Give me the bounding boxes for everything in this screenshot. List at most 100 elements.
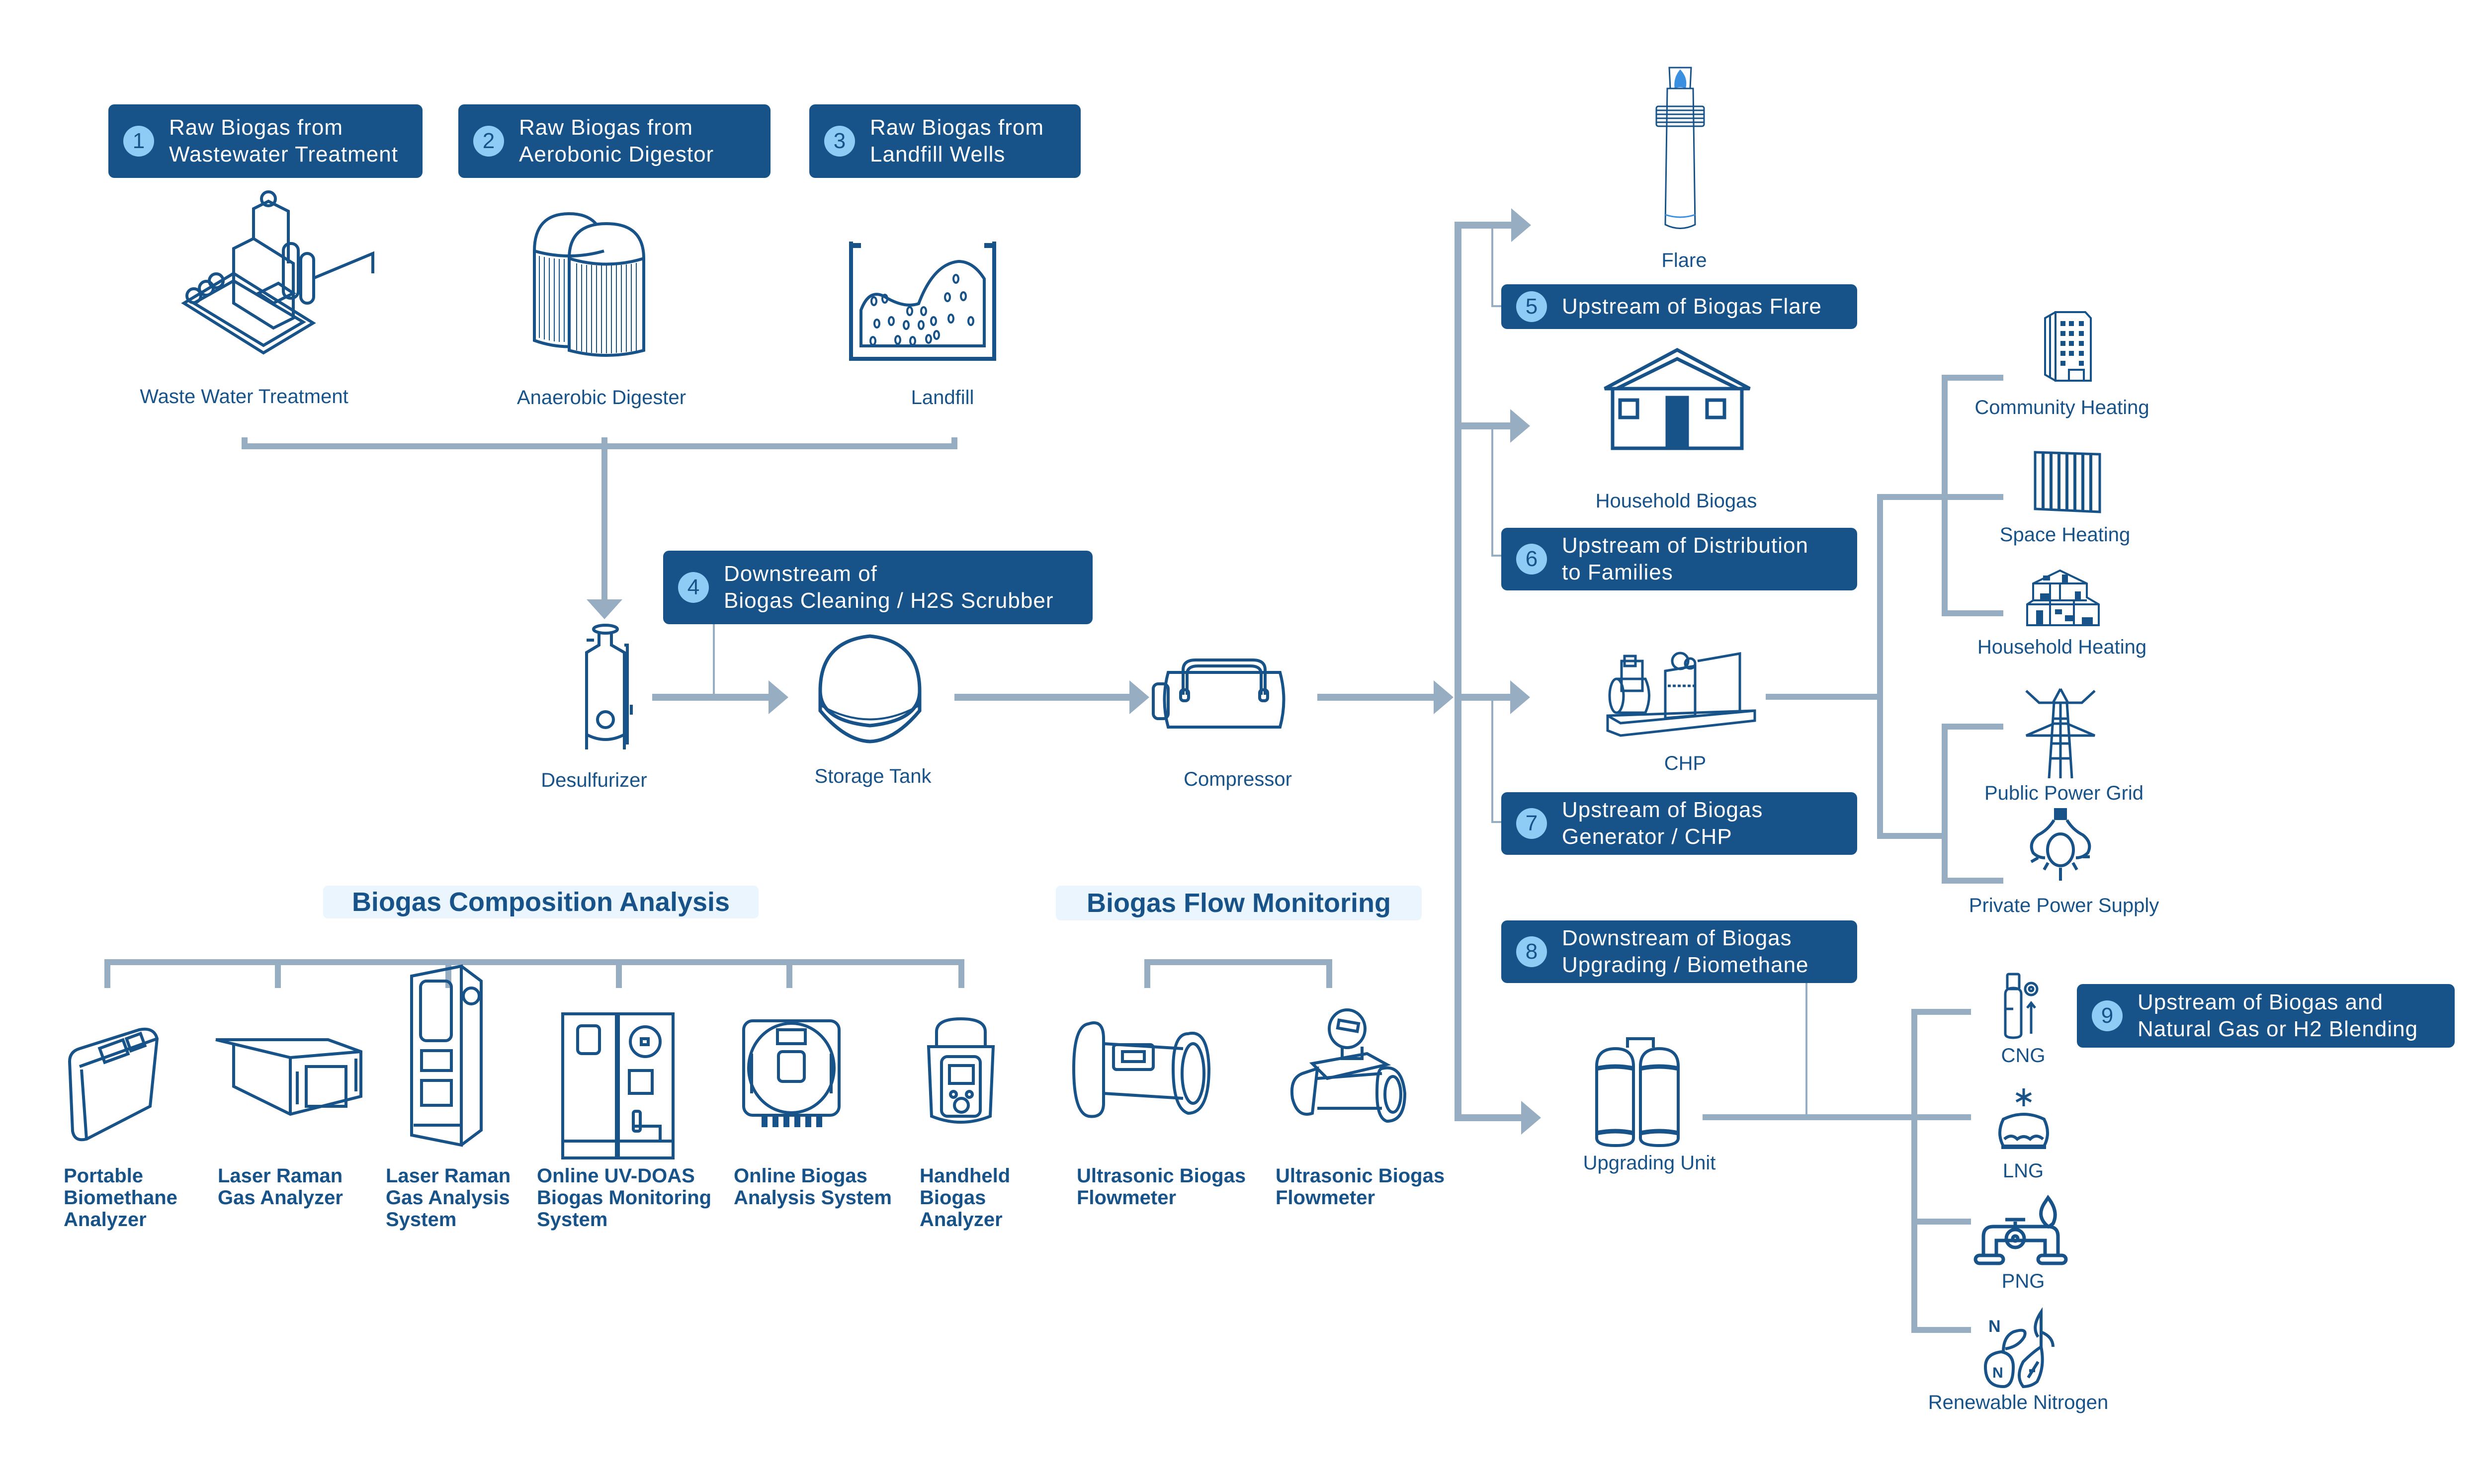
label-ultrasonic-flowmeter-2: Ultrasonic Biogas Flowmeter <box>1276 1165 1445 1209</box>
section-title-flow-monitoring: Biogas Flow Monitoring <box>1056 886 1422 920</box>
wastewater-plant-icon <box>181 190 374 355</box>
svg-text:N: N <box>1988 1317 2001 1336</box>
connector-line <box>242 443 957 449</box>
badge-number: 3 <box>824 126 855 157</box>
connector-line <box>713 623 715 696</box>
connector-line <box>1877 833 1942 839</box>
connector-line <box>275 959 281 988</box>
connector-line <box>1491 305 1501 307</box>
gas-cylinder-icon <box>2004 973 2039 1039</box>
connector-line <box>1911 1009 1917 1333</box>
connector-line <box>1942 724 2003 730</box>
desulfurizer-icon <box>585 624 633 749</box>
connector-line <box>104 959 110 988</box>
badge-source-1: 1 Raw Biogas from Wastewater Treatment <box>108 104 423 178</box>
badge-number: 5 <box>1516 291 1547 322</box>
arrow-right <box>769 680 788 714</box>
analysis-cabinet-icon <box>410 964 483 1147</box>
label-storage-tank: Storage Tank <box>814 765 932 787</box>
label-renewable-nitrogen: Renewable Nitrogen <box>1928 1392 2109 1413</box>
connector-line <box>1942 878 2003 884</box>
badge-text: Downstream of Biogas Upgrading / Biometh… <box>1562 926 1809 977</box>
label-laser-raman-gas-analysis-system: Laser Raman Gas Analysis System <box>386 1165 511 1231</box>
badge-text: Raw Biogas from Aerobonic Digestor <box>519 115 714 166</box>
label-waste-water-treatment: Waste Water Treatment <box>140 386 348 408</box>
connector-line <box>1911 1219 1971 1225</box>
nitrogen-plant-icon: N N <box>1983 1307 2055 1389</box>
flare-stack-icon <box>1655 67 1705 229</box>
connector-line <box>1942 375 2003 381</box>
connector-line <box>1455 222 1461 1121</box>
connector-line <box>1877 494 1942 500</box>
wall-mount-analyzer-icon <box>742 1019 841 1127</box>
badge-point-6: 6 Upstream of Distribution to Families <box>1501 528 1857 590</box>
label-laser-raman-gas-analyzer: Laser Raman Gas Analyzer <box>218 1165 343 1209</box>
power-tower-icon <box>2025 688 2096 779</box>
badge-number: 9 <box>2092 1000 2123 1031</box>
badge-source-3: 3 Raw Biogas from Landfill Wells <box>809 104 1081 178</box>
label-space-heating: Space Heating <box>1999 524 2131 546</box>
connector-line <box>958 959 964 988</box>
connector-line <box>1455 1114 1522 1121</box>
gas-pipeline-icon <box>1973 1195 2068 1265</box>
connector-line <box>954 694 1130 701</box>
connector-line <box>1326 959 1332 988</box>
label-portable-biomethane-analyzer: Portable Biomethane Analyzer <box>64 1165 177 1231</box>
label-community-heating: Community Heating <box>1974 397 2149 418</box>
badge-number: 7 <box>1516 808 1547 839</box>
lng-tank-icon <box>1998 1088 2049 1149</box>
arrow-right <box>1510 409 1530 443</box>
connector-line <box>1877 494 1883 839</box>
storage-tank-icon <box>818 634 922 743</box>
compressor-icon <box>1152 659 1285 729</box>
connector-line <box>1942 724 1948 884</box>
connector-line <box>1455 222 1512 229</box>
badge-source-2: 2 Raw Biogas from Aerobonic Digestor <box>458 104 771 178</box>
connector-line <box>601 443 607 601</box>
badge-point-8: 8 Downstream of Biogas Upgrading / Biome… <box>1501 920 1857 983</box>
section-title-composition-analysis: Biogas Composition Analysis <box>323 886 759 918</box>
connector-line <box>1911 1327 1971 1333</box>
label-ultrasonic-flowmeter-1: Ultrasonic Biogas Flowmeter <box>1077 1165 1246 1209</box>
connector-line <box>1911 1114 1971 1120</box>
portable-analyzer-icon <box>68 1027 159 1142</box>
label-household-heating: Household Heating <box>1977 636 2147 658</box>
label-chp: CHP <box>1664 752 1707 774</box>
rack-analyzer-icon <box>215 1038 362 1116</box>
label-compressor: Compressor <box>1184 768 1292 790</box>
connector-line <box>1491 698 1493 823</box>
apartment-building-icon <box>2044 311 2092 382</box>
label-public-power-grid: Public Power Grid <box>1984 782 2144 804</box>
badge-text: Upstream of Distribution to Families <box>1562 533 1808 584</box>
connector-line <box>1491 426 1493 557</box>
label-household-biogas: Household Biogas <box>1595 490 1757 512</box>
connector-line <box>1491 226 1493 307</box>
label-anaerobic-digester: Anaerobic Digester <box>516 387 686 409</box>
arrow-right <box>1434 680 1454 714</box>
badge-number: 6 <box>1516 544 1547 575</box>
label-cng: CNG <box>2001 1045 2046 1067</box>
connector-line <box>1455 422 1511 429</box>
radiator-icon <box>2034 451 2101 513</box>
digester-tanks-icon <box>533 212 645 357</box>
connector-line <box>1144 959 1332 965</box>
label-landfill: Landfill <box>911 387 974 409</box>
label-handheld-biogas-analyzer: Handheld Biogas Analyzer <box>920 1165 1011 1231</box>
label-online-uv-doas-system: Online UV-DOAS Biogas Monitoring System <box>537 1165 712 1231</box>
arrow-right <box>1510 680 1530 714</box>
badge-text: Upstream of Biogas Generator / CHP <box>1562 798 1763 849</box>
badge-text: Upstream of Biogas Flare <box>1562 294 1822 319</box>
generator-icon <box>1606 652 1756 737</box>
connector-line <box>616 959 622 988</box>
label-png: PNG <box>2001 1270 2045 1292</box>
handheld-analyzer-icon <box>927 1017 995 1124</box>
badge-number: 1 <box>123 126 154 157</box>
connector-line <box>652 694 770 701</box>
badge-text: Downstream of Biogas Cleaning / H2S Scru… <box>724 562 1054 613</box>
connector-line <box>1491 555 1501 557</box>
connector-line <box>786 959 792 988</box>
connector-line <box>1805 979 1807 1117</box>
badge-text: Raw Biogas from Wastewater Treatment <box>169 115 398 166</box>
label-upgrading-unit: Upgrading Unit <box>1583 1152 1716 1174</box>
arrow-right <box>1511 208 1531 242</box>
